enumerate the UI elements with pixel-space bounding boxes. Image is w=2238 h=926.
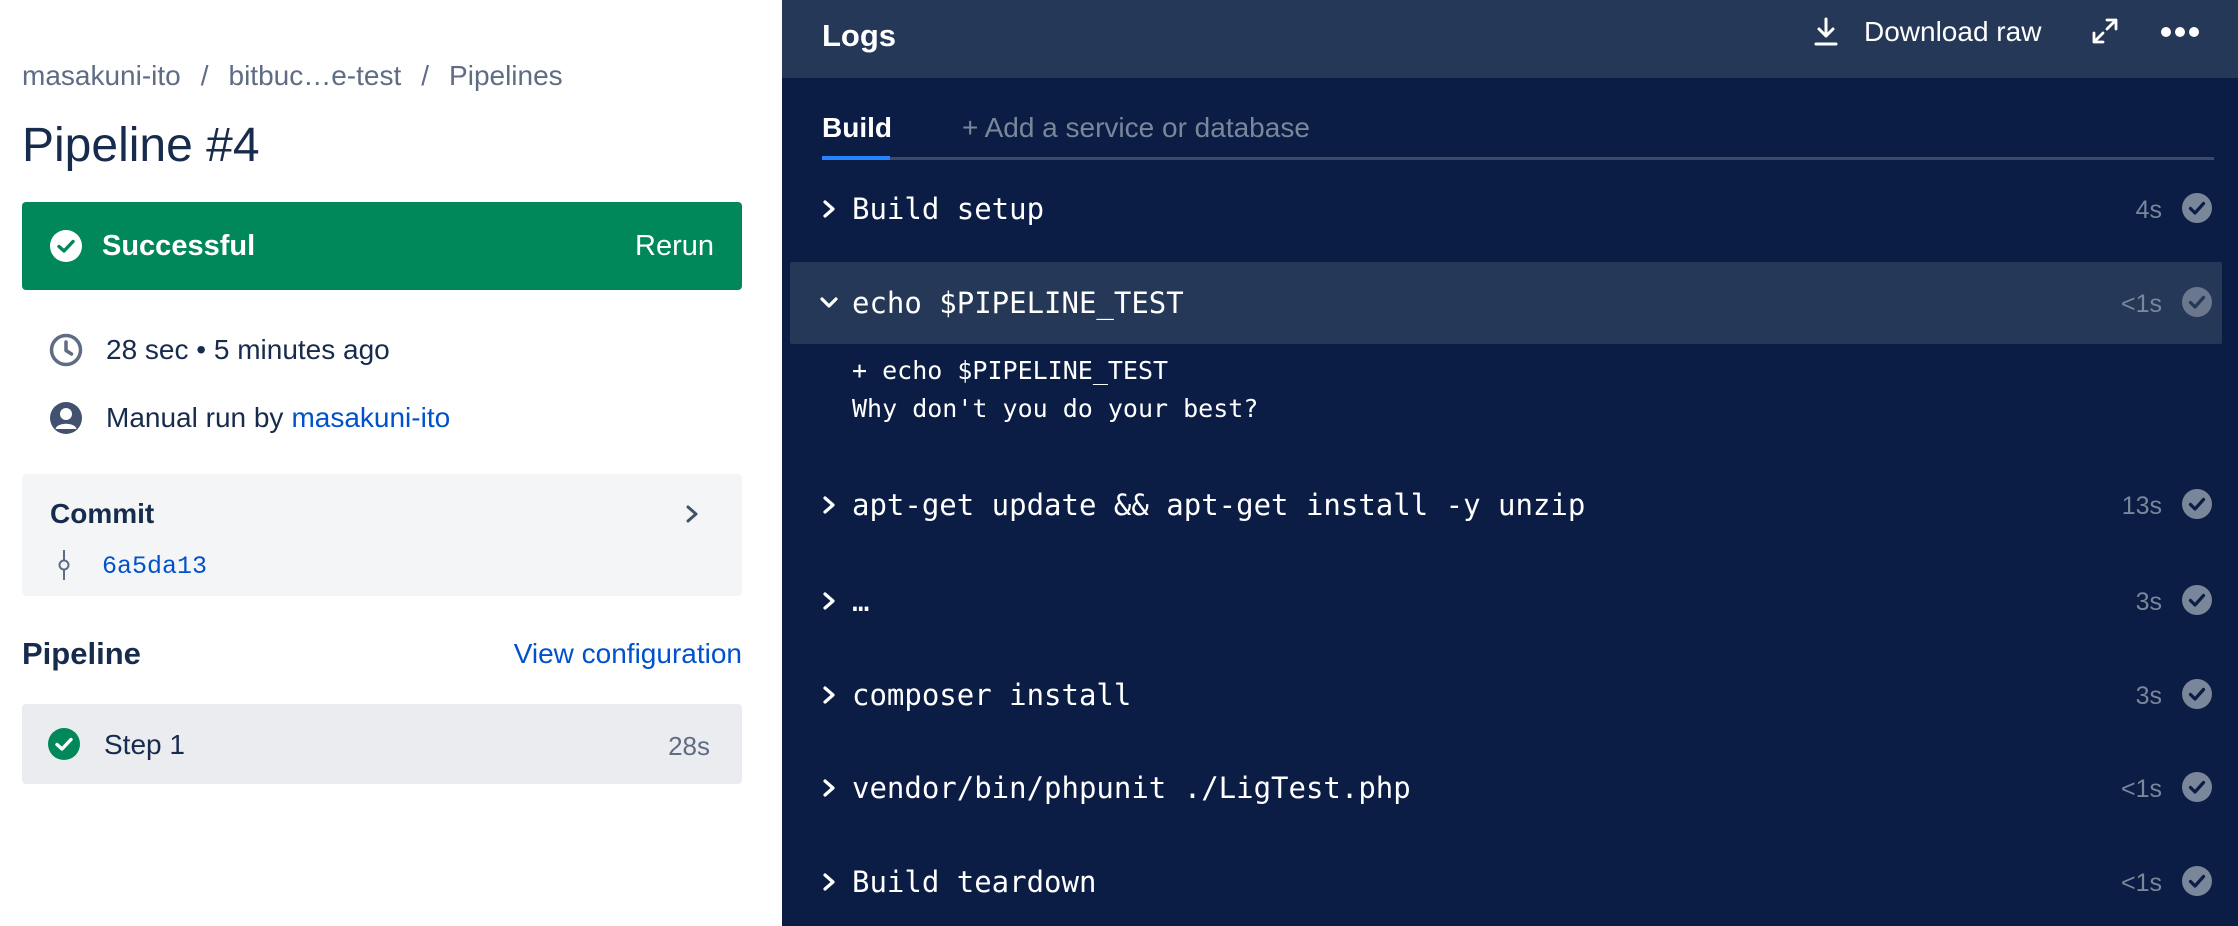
log-step-duration: 3s xyxy=(2135,588,2162,616)
commit-title: Commit xyxy=(50,498,155,529)
log-step-command: composer install xyxy=(852,678,1132,712)
breadcrumb-item-repo[interactable]: bitbuc…e-test xyxy=(228,60,402,91)
breadcrumb-item-pipelines[interactable]: Pipelines xyxy=(449,60,563,91)
log-step-command: vendor/bin/phpunit ./LigTest.php xyxy=(852,771,1411,805)
log-step-duration: 3s xyxy=(2135,682,2162,710)
commit-hash-link[interactable]: 6a5da13 xyxy=(102,552,208,581)
chevron-right-icon xyxy=(823,686,835,704)
log-step-row[interactable]: vendor/bin/phpunit ./LigTest.php <1s xyxy=(790,747,2222,829)
pipeline-sidebar: masakuni-ito / bitbuc…e-test / Pipelines Pip… xyxy=(0,0,782,926)
chevron-right-icon xyxy=(823,592,835,610)
log-output-line: Why don't you do your best? xyxy=(852,394,1259,423)
log-step-row[interactable]: composer install 3s xyxy=(790,654,2222,736)
step-item[interactable]: Step 1 28s xyxy=(22,704,742,784)
log-step-duration: 4s xyxy=(2135,196,2162,224)
check-circle-icon xyxy=(2182,679,2212,709)
logs-title: Logs xyxy=(822,18,897,53)
chevron-right-icon xyxy=(823,200,835,218)
tab-build[interactable]: Build xyxy=(822,112,892,143)
commit-icon xyxy=(58,550,70,580)
tabs-divider xyxy=(822,157,2214,160)
duration-row: 28 sec • 5 minutes ago xyxy=(48,332,390,368)
log-step-command: Build setup xyxy=(852,192,1045,226)
logs-panel: Logs Download raw Build + Add a service … xyxy=(782,0,2238,926)
status-banner: Successful Rerun xyxy=(22,202,742,290)
tab-build-underline xyxy=(822,156,890,160)
log-step-command: apt-get update && apt-get install -y unz… xyxy=(852,488,1586,522)
download-raw-label: Download raw xyxy=(1864,16,2042,47)
trigger-row: Manual run by masakuni-ito xyxy=(48,400,450,436)
expand-icon[interactable] xyxy=(2092,18,2118,44)
log-step-row[interactable]: Build setup 4s xyxy=(790,168,2222,250)
rerun-button[interactable]: Rerun xyxy=(635,230,714,262)
breadcrumb-separator: / xyxy=(200,60,209,91)
check-circle-icon xyxy=(2182,489,2212,519)
trigger-user-link[interactable]: masakuni-ito xyxy=(291,402,451,433)
breadcrumb-item-owner[interactable]: masakuni-ito xyxy=(22,60,181,91)
download-raw-button[interactable]: Download raw xyxy=(1812,16,2041,48)
breadcrumb: masakuni-ito / bitbuc…e-test / Pipelines xyxy=(22,60,563,92)
chevron-right-icon[interactable] xyxy=(682,504,702,524)
download-icon xyxy=(1814,17,1838,46)
log-output: + echo $PIPELINE_TEST Why don't you do y… xyxy=(852,352,1258,428)
step-label: Step 1 xyxy=(104,729,185,760)
check-circle-icon xyxy=(50,230,82,262)
chevron-right-icon xyxy=(823,496,835,514)
log-step-row[interactable]: apt-get update && apt-get install -y unz… xyxy=(790,464,2222,546)
trigger-prefix: Manual run by xyxy=(106,402,284,433)
check-circle-icon xyxy=(2182,772,2212,802)
check-circle-icon xyxy=(2182,866,2212,896)
log-step-duration: <1s xyxy=(2120,290,2162,318)
view-configuration-link[interactable]: View configuration xyxy=(513,638,742,669)
page-title: Pipeline #4 xyxy=(22,119,260,172)
log-output-line: + echo $PIPELINE_TEST xyxy=(852,356,1169,385)
logs-header: Logs Download raw xyxy=(782,0,2238,78)
pipeline-section-title: Pipeline xyxy=(22,636,141,671)
log-step-command: … xyxy=(852,584,870,618)
chevron-down-icon xyxy=(820,297,838,308)
user-avatar-icon xyxy=(50,402,82,434)
log-step-row-expanded[interactable]: echo $PIPELINE_TEST <1s xyxy=(790,262,2222,344)
log-step-row[interactable]: Build teardown <1s xyxy=(790,841,2222,923)
duration-text: 28 sec • 5 minutes ago xyxy=(106,334,390,365)
log-step-duration: 13s xyxy=(2121,492,2162,520)
log-tabs: Build + Add a service or database xyxy=(822,108,2214,160)
log-step-command: Build teardown xyxy=(852,865,1097,899)
commit-card[interactable]: Commit 6a5da13 xyxy=(22,474,742,596)
add-service-link[interactable]: + Add a service or database xyxy=(962,112,1310,143)
check-circle-icon xyxy=(2182,193,2212,223)
clock-icon xyxy=(49,333,83,367)
log-step-row[interactable]: … 3s xyxy=(790,560,2222,642)
step-duration: 28s xyxy=(668,731,710,761)
status-label: Successful xyxy=(102,230,256,262)
log-step-command: echo $PIPELINE_TEST xyxy=(852,286,1184,320)
log-step-duration: <1s xyxy=(2120,869,2162,897)
check-circle-icon xyxy=(2182,287,2212,317)
breadcrumb-separator: / xyxy=(421,60,430,91)
check-circle-icon xyxy=(2182,585,2212,615)
more-options-icon[interactable] xyxy=(2160,26,2200,38)
chevron-right-icon xyxy=(823,873,835,891)
log-step-duration: <1s xyxy=(2120,775,2162,803)
chevron-right-icon xyxy=(823,779,835,797)
check-circle-icon xyxy=(48,728,80,760)
